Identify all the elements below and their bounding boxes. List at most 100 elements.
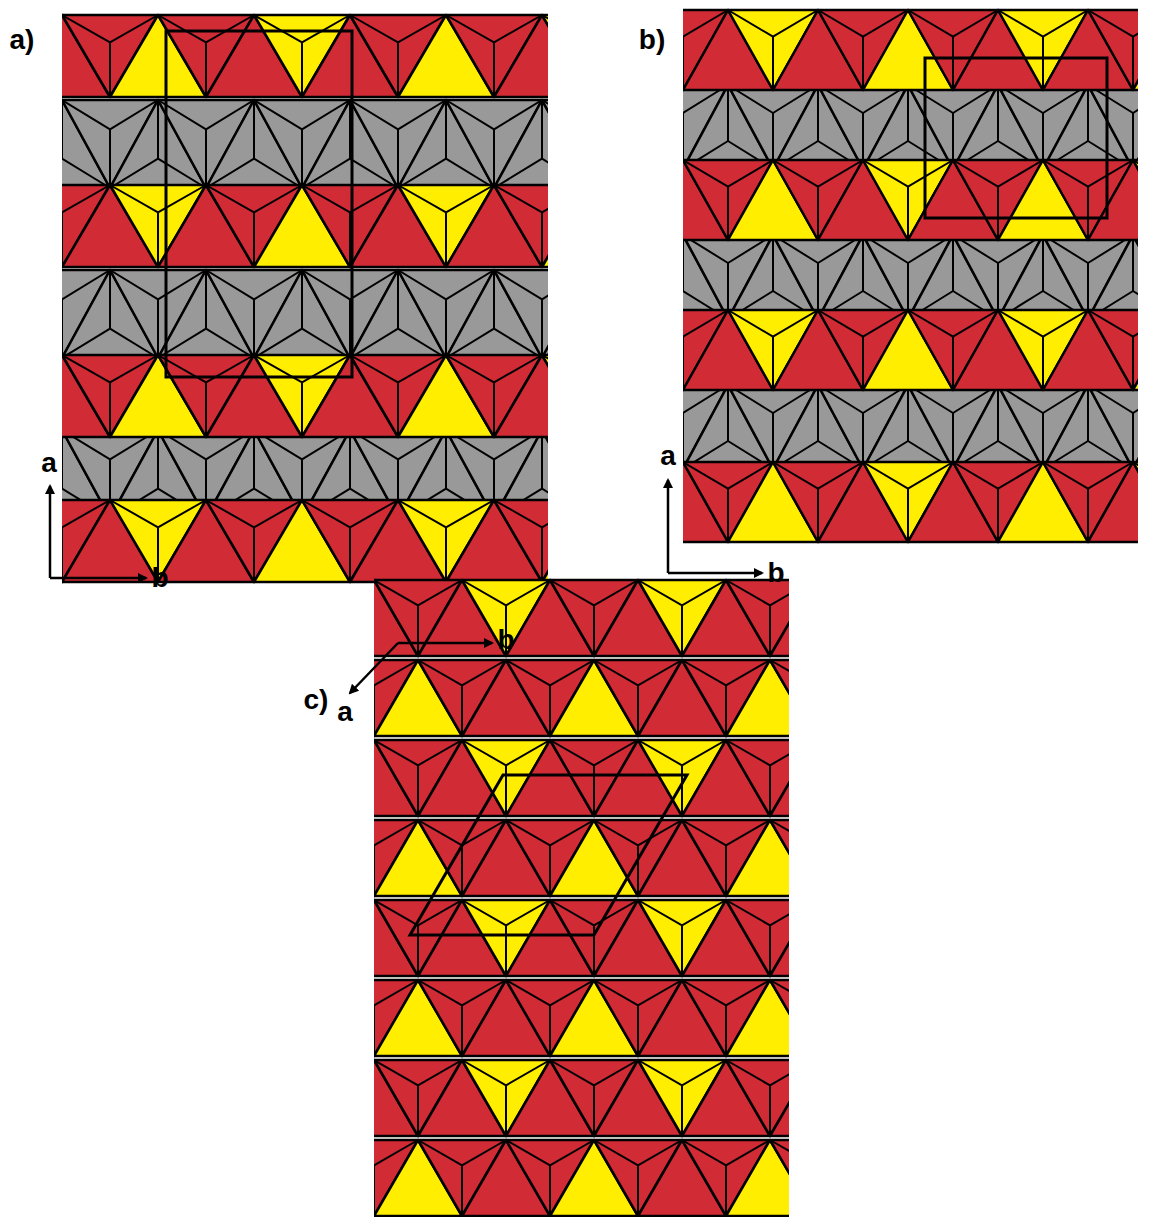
tetrahedron-edge: [550, 580, 594, 605]
tetrahedron-edge: [998, 10, 1043, 37]
tetrahedron-edge: [683, 413, 684, 469]
tetrahedron-edge: [1132, 37, 1134, 90]
tetrahedron-edge: [683, 160, 728, 187]
tetrahedron-edge: [725, 685, 727, 736]
tetrahedron-edge: [445, 299, 447, 358]
tetrahedron-edge: [594, 1140, 638, 1165]
tetrahedron-edge: [62, 299, 63, 358]
tetrahedron-edge: [374, 580, 418, 605]
tetrahedron-edge: [682, 660, 726, 685]
panel-label: a): [10, 26, 35, 54]
axis-arrow: [668, 572, 762, 575]
tetrahedron-edge: [772, 413, 774, 469]
tetrahedron: [494, 15, 548, 97]
tetrahedron-edge: [549, 1005, 551, 1056]
tetrahedron-edge: [397, 129, 399, 188]
tetrahedron-edge: [494, 185, 542, 212]
tetrahedron-edge: [506, 1140, 550, 1165]
tetrahedron-edge: [301, 42, 303, 97]
tetrahedron-edge: [908, 310, 953, 337]
tetrahedron-edge: [445, 430, 447, 489]
tetrahedron-edge: [683, 235, 684, 291]
tetrahedron-edge: [681, 1085, 683, 1136]
tetrahedron: [770, 980, 789, 1056]
tetrahedron-edge: [683, 462, 728, 489]
tetrahedron-edge: [109, 42, 111, 97]
tetrahedron-edge: [505, 1085, 507, 1136]
tetrahedron-edge: [1133, 310, 1138, 337]
tetrahedron-edge: [493, 270, 495, 329]
tetrahedron-edge: [62, 430, 63, 489]
axis-label: b: [151, 564, 168, 592]
tetrahedron-edge: [446, 15, 494, 42]
tetrahedron-edge: [542, 355, 548, 382]
tetrahedron-edge: [157, 212, 159, 267]
tetrahedron-edge: [1087, 385, 1089, 441]
tetrahedron-edge: [374, 1165, 375, 1216]
tetrahedron-edge: [550, 1060, 594, 1085]
tetrahedron: [770, 580, 789, 656]
tetrahedron-edge: [727, 489, 729, 542]
tetrahedron: [770, 1060, 789, 1136]
tetrahedron-edge: [862, 413, 864, 469]
tetrahedron-edge: [952, 235, 954, 291]
tetrahedron-edge: [681, 765, 683, 816]
polyhedra-panel-b: [683, 10, 1138, 542]
unit-cell: [166, 31, 352, 377]
tetrahedron-edge: [725, 1005, 727, 1056]
tetrahedron-edge: [253, 100, 255, 159]
tetrahedron: [1088, 462, 1138, 542]
tetrahedron-edge: [62, 15, 110, 42]
tetrahedron-edge: [542, 185, 548, 212]
tetrahedron-edge: [769, 765, 771, 816]
tetrahedron: [1133, 235, 1138, 319]
tetrahedron-edge: [110, 185, 158, 212]
tetrahedron-edge: [1042, 413, 1044, 469]
tetrahedron-edge: [637, 1165, 639, 1216]
tetrahedron-edge: [418, 820, 462, 845]
tetrahedron: [1133, 310, 1138, 390]
tetrahedron-edge: [109, 382, 111, 437]
unit-cell: [925, 58, 1107, 218]
tetrahedron-edge: [541, 212, 543, 267]
tetrahedron-edge: [110, 270, 158, 299]
tetrahedron-edge: [953, 462, 998, 489]
tetrahedron-edge: [726, 740, 770, 765]
tetrahedron-edge: [62, 212, 63, 267]
tetrahedron-edge: [417, 925, 419, 976]
tetrahedron-edge: [1132, 235, 1134, 291]
tetrahedron-edge: [542, 15, 548, 42]
tetrahedron-edge: [542, 100, 548, 129]
tetrahedron-edge: [461, 685, 463, 736]
axis-arrows: [50, 480, 762, 693]
tetrahedron-edge: [506, 820, 550, 845]
tetrahedron-edge: [593, 605, 595, 656]
tetrahedron-edge: [1087, 187, 1089, 240]
axis-label: b: [767, 559, 784, 587]
tetrahedron-edge: [997, 489, 999, 542]
tetrahedron: [1088, 160, 1138, 240]
tetrahedron: [770, 740, 789, 816]
tetrahedron-edge: [772, 235, 774, 291]
panel-label: c): [304, 686, 329, 714]
tetrahedron-edge: [541, 100, 543, 159]
tetrahedron-edge: [62, 527, 63, 582]
tetrahedron-edge: [206, 185, 254, 212]
tetrahedron-edge: [952, 337, 954, 390]
tetrahedron-edge: [1088, 10, 1133, 37]
tetrahedron-edge: [505, 765, 507, 816]
tetrahedron-edge: [1087, 85, 1089, 141]
tetrahedron: [1088, 310, 1138, 390]
tetrahedron-edge: [818, 10, 863, 37]
tetrahedron-edge: [542, 500, 548, 527]
tetrahedron-edge: [109, 129, 111, 188]
tetrahedron-edge: [253, 299, 255, 358]
axis-label: a: [660, 442, 676, 470]
tetrahedron-edge: [301, 129, 303, 188]
tetrahedron: [494, 100, 548, 188]
tetrahedron-edge: [770, 740, 789, 765]
tetrahedron-edge: [1042, 235, 1044, 291]
tetrahedron-edge: [446, 329, 494, 358]
tetrahedron-edge: [549, 685, 551, 736]
